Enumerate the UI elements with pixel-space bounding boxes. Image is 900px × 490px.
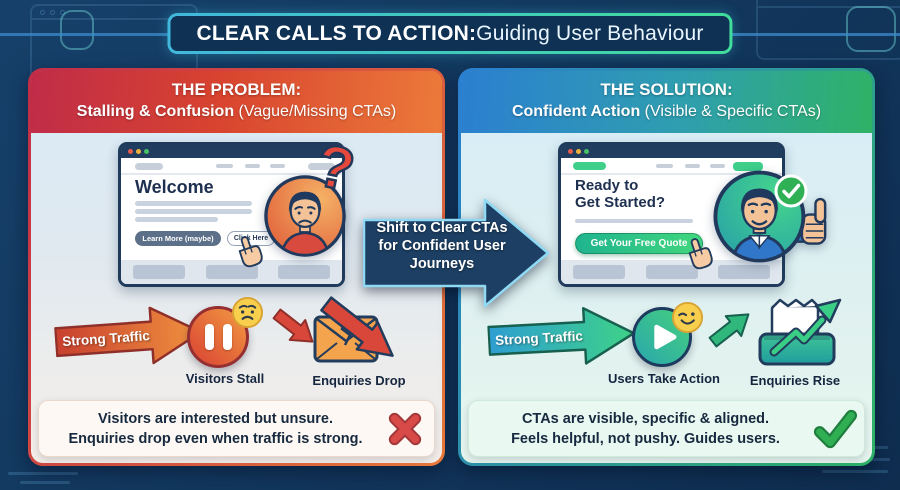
enquiries-drop-label: Enquiries Drop — [312, 373, 406, 388]
check-circle-icon — [774, 174, 808, 208]
confused-user-avatar — [264, 175, 346, 257]
window-maximize-dot-icon[interactable] — [584, 149, 589, 154]
text-line-placeholder — [135, 209, 252, 214]
inbox-rising-icon — [758, 298, 842, 366]
mock-heading: Welcome — [135, 177, 214, 197]
bg-wireframe-dot — [40, 10, 45, 15]
solution-summary-line2: Feels helpful, not pushy. Guides users. — [511, 430, 780, 447]
nav-link-placeholder — [270, 164, 285, 168]
mock-heading-line2: Get Started? — [575, 194, 666, 211]
browser-navbar — [561, 158, 782, 175]
solution-summary-line1: CTAs are visible, specific & aligned. — [521, 410, 770, 427]
broken-envelope-drop-icon — [313, 296, 394, 363]
bg-wireframe-dot — [50, 10, 55, 15]
problem-panel-header: THE PROBLEM: Stalling & Confusion (Vague… — [31, 71, 442, 133]
page-title-strong: CLEAR CALLS TO ACTION: — [196, 21, 477, 45]
problem-header-strong: Stalling & Confusion — [76, 103, 235, 120]
card-placeholder — [718, 265, 770, 279]
card-placeholder — [645, 265, 698, 279]
bg-dash — [8, 472, 78, 475]
browser-titlebar — [561, 145, 782, 158]
browser-footer — [561, 260, 782, 284]
strong-traffic-arrow-problem: Strong Traffic — [53, 301, 205, 373]
vague-browser-mockup: Welcome Learn More (maybe) Click Here — [118, 142, 345, 287]
card-placeholder — [278, 265, 330, 279]
window-minimize-dot-icon[interactable] — [136, 149, 141, 154]
window-minimize-dot-icon[interactable] — [576, 149, 581, 154]
bg-wireframe-titlebar — [32, 6, 196, 20]
transition-arrow: Shift to Clear CTAs for Confident User J… — [362, 198, 550, 308]
bg-dash — [20, 481, 70, 484]
users-take-action-label: Users Take Action — [608, 371, 720, 386]
bg-wireframe-window-top-right — [756, 0, 900, 60]
transition-line1: Shift to Clear CTAs — [376, 220, 508, 236]
browser-footer — [121, 260, 342, 284]
strong-traffic-arrow-solution: Strong Traffic — [486, 302, 637, 372]
nav-link-placeholder — [710, 164, 725, 168]
window-close-dot-icon[interactable] — [128, 149, 133, 154]
card-placeholder — [573, 265, 625, 279]
solution-summary-box: CTAs are visible, specific & aligned. Fe… — [468, 400, 865, 457]
pointer-hand-icon — [238, 236, 263, 268]
problem-header-line2: Stalling & Confusion (Vague/Missing CTAs… — [31, 101, 442, 123]
worried-face-icon — [231, 296, 264, 329]
problem-header-rest: (Vague/Missing CTAs) — [234, 103, 397, 120]
page-title-rest: Guiding User Behaviour — [476, 21, 704, 45]
browser-navbar — [121, 158, 342, 175]
problem-summary-line1: Visitors are interested but unsure. — [97, 410, 334, 427]
nav-link-placeholder — [656, 164, 673, 168]
visitors-stall-label: Visitors Stall — [185, 371, 265, 386]
growth-connector-arrow-icon — [708, 313, 750, 348]
nav-link-placeholder — [245, 164, 260, 168]
card-placeholder — [133, 265, 185, 279]
browser-titlebar — [121, 145, 342, 158]
text-line-placeholder — [135, 201, 252, 206]
solution-header-rest: (Visible & Specific CTAs) — [640, 103, 822, 120]
get-free-quote-button[interactable]: Get Your Free Quote — [575, 233, 703, 254]
transition-line2: for Confident User — [378, 238, 506, 254]
window-close-dot-icon[interactable] — [568, 149, 573, 154]
nav-logo-placeholder — [135, 163, 163, 170]
solution-header-line1: THE SOLUTION: — [600, 80, 733, 99]
bg-rounded-accent-right — [846, 6, 896, 52]
pointer-hand-icon — [688, 238, 713, 270]
pause-bar — [222, 324, 232, 350]
card-placeholder — [205, 265, 258, 279]
transition-line3: Journeys — [409, 256, 475, 272]
nav-link-placeholder — [685, 164, 700, 168]
enquiries-rise-label: Enquiries Rise — [749, 373, 841, 388]
happy-user-avatar — [713, 170, 827, 263]
window-maximize-dot-icon[interactable] — [144, 149, 149, 154]
nav-button-placeholder — [308, 163, 335, 170]
learn-more-button[interactable]: Learn More (maybe) — [135, 231, 221, 246]
mock-heading: Ready to Get Started? — [575, 177, 665, 211]
solution-panel-header: THE SOLUTION: Confident Action (Visible … — [461, 71, 872, 133]
problem-summary-line2: Enquiries drop even when traffic is stro… — [68, 430, 363, 447]
solution-header-line2: Confident Action (Visible & Specific CTA… — [461, 101, 872, 123]
transition-arrow-text: Shift to Clear CTAs for Confident User J… — [367, 219, 517, 273]
nav-cta-placeholder — [733, 162, 763, 171]
bg-rounded-accent-left — [60, 10, 94, 50]
wink-face-icon — [671, 301, 704, 334]
pause-bar — [204, 324, 214, 350]
solution-panel-body: Ready to Get Started? Get Your Free Quot… — [461, 133, 872, 463]
mock-heading-line1: Ready to — [575, 177, 639, 194]
solution-header-strong: Confident Action — [511, 103, 641, 120]
bg-wireframe-titlebar — [758, 0, 900, 8]
bg-dash — [822, 470, 888, 473]
problem-summary-box: Visitors are interested but unsure. Enqu… — [38, 400, 435, 457]
nav-link-placeholder — [216, 164, 233, 168]
text-line-placeholder — [575, 219, 693, 223]
decline-connector-arrow-icon — [272, 308, 314, 343]
problem-header-line1: THE PROBLEM: — [171, 80, 302, 99]
check-icon — [813, 409, 858, 448]
problem-panel-body: Welcome Learn More (maybe) Click Here — [31, 130, 442, 463]
cross-icon — [388, 412, 422, 445]
text-line-placeholder — [135, 217, 218, 222]
nav-logo-placeholder — [573, 162, 606, 170]
page-title: CLEAR CALLS TO ACTION: Guiding User Beha… — [167, 13, 732, 54]
